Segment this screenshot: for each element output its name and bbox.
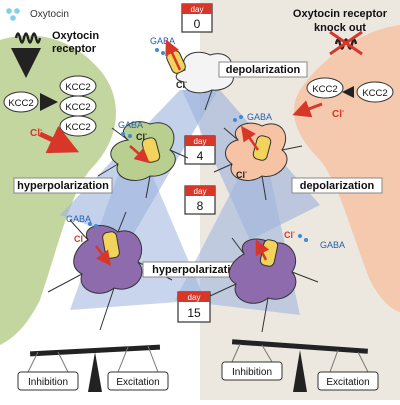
chloride-label: Cl-	[332, 108, 345, 120]
inhibition-label: Inhibition	[232, 367, 272, 378]
chloride-label: Cl-	[284, 230, 295, 240]
oxytocin-label: Oxytocin	[30, 9, 69, 20]
gaba-dot	[94, 224, 98, 228]
gaba-label: GABA	[320, 240, 345, 250]
kcc2-transporter	[3, 91, 39, 113]
kcc2-label: KCC2	[65, 122, 90, 133]
hyperpolarization-label: hyperpolarization	[17, 180, 109, 192]
oxytocin-dot	[14, 8, 20, 14]
chloride-efflux-arrow	[241, 125, 260, 151]
day-8-calendar: day 8	[184, 185, 216, 215]
day-value: 15	[187, 306, 201, 320]
day-header: day	[191, 5, 204, 14]
gaba-dot	[298, 234, 302, 238]
kcc2-label: KCC2	[8, 98, 33, 109]
chloride-efflux-arrow	[38, 125, 80, 154]
gaba-dot	[128, 134, 132, 138]
oxytocin-receptor-label-line1: Oxytocin	[52, 30, 99, 42]
excitation-label: Excitation	[326, 377, 369, 388]
gaba-label: GABA	[150, 36, 175, 46]
depolarization-label: depolarization	[300, 180, 375, 192]
day-header: day	[188, 293, 201, 302]
hyperpolarization-label: hyperpolarization	[152, 264, 244, 276]
depolarization-label-box	[291, 177, 383, 194]
kcc2-label: KCC2	[312, 84, 337, 95]
hyperpolarization-label-box	[13, 177, 113, 194]
chloride-label: Cl-	[236, 170, 247, 180]
chloride-efflux-arrow	[255, 239, 270, 261]
knockout-neuron-day4	[213, 122, 303, 201]
knockout-label-line2: knock out	[314, 22, 366, 34]
gaba-dot	[304, 238, 308, 242]
gaba-dot	[88, 222, 92, 226]
gaba-label: GABA	[66, 214, 91, 224]
chloride-label: Cl-	[74, 234, 85, 244]
oxytocin-receptor-label-line2: receptor	[52, 43, 97, 55]
excitation-label: Excitation	[116, 377, 159, 388]
gaba-dot	[233, 118, 237, 122]
knockout-cross-icon	[329, 30, 363, 56]
day-15-calendar: day 15	[177, 291, 211, 323]
depolarization-label: depolarization	[226, 64, 301, 76]
kcc2-label: KCC2	[65, 82, 90, 93]
gaba-dot	[155, 48, 159, 52]
oxytocin-receptor-icon	[334, 38, 358, 50]
gaba-dot	[121, 132, 125, 136]
depolarization-label-box	[218, 61, 308, 78]
day-value: 0	[194, 17, 201, 31]
day-4-calendar: day 4	[184, 135, 216, 165]
chloride-efflux-arrow	[292, 100, 323, 118]
chloride-efflux-arrow	[165, 39, 182, 71]
day-header: day	[194, 137, 207, 146]
kcc2-label: KCC2	[65, 102, 90, 113]
balance-scale-knockout	[221, 339, 379, 392]
gaba-dot	[161, 51, 165, 55]
oxytocin-dot	[6, 8, 12, 14]
oxytocin-receptor-icon	[14, 32, 42, 44]
day-header: day	[194, 187, 207, 196]
chloride-influx-arrow	[129, 145, 150, 164]
balance-scale-wild-type	[17, 344, 169, 392]
chloride-label: Cl-	[136, 132, 147, 142]
knockout-label-line1: Oxytocin receptor	[293, 8, 388, 20]
gaba-label: GABA	[247, 112, 272, 122]
inhibition-label: Inhibition	[28, 377, 68, 388]
day-value: 8	[197, 199, 204, 213]
kcc2-transporter	[356, 81, 394, 103]
day-value: 4	[197, 149, 204, 163]
day-0-calendar: day 0	[181, 3, 213, 33]
gaba-label: GABA	[118, 120, 143, 130]
kcc2-label: KCC2	[362, 88, 387, 99]
chloride-label: Cl-	[176, 80, 187, 90]
chloride-label: Cl-	[30, 127, 43, 139]
chloride-influx-arrow	[95, 245, 111, 266]
oxytocin-dot	[10, 15, 16, 21]
gaba-dot	[239, 115, 243, 119]
